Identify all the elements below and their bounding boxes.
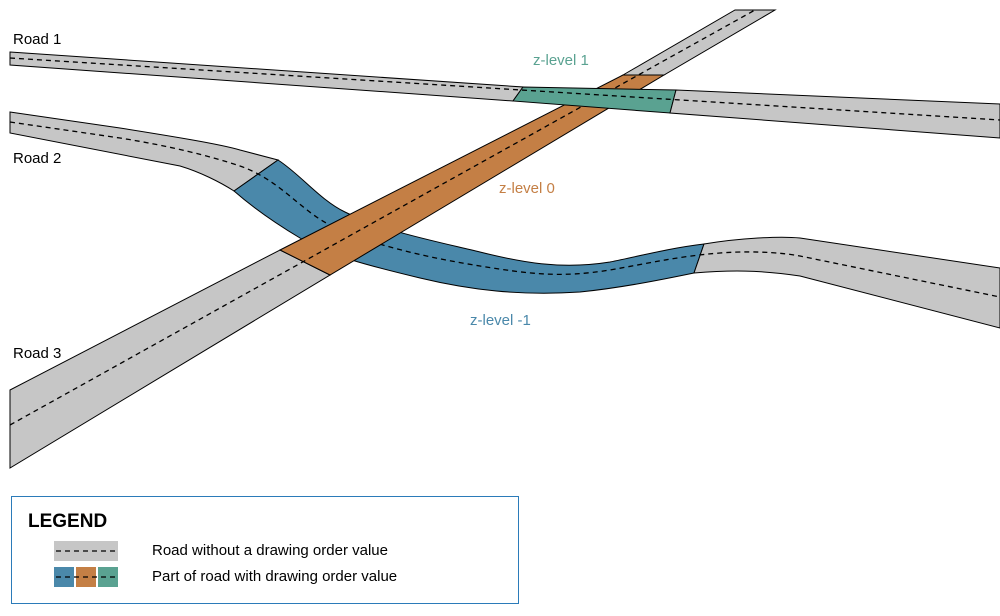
road-1	[9, 51, 1000, 139]
legend-label: Road without a drawing order value	[152, 542, 388, 559]
road-3	[9, 9, 777, 469]
road-1-gray-section-right	[669, 89, 1000, 139]
road-1-centerline	[9, 57, 1000, 121]
z-level-1-label: z-level 1	[533, 52, 589, 69]
legend-swatch-colored-road	[54, 567, 118, 587]
road-3-centerline	[9, 9, 756, 426]
road-2-centerline	[9, 121, 1000, 298]
road-2-gray-section-right	[693, 236, 1000, 329]
legend-swatch-gray-road	[54, 541, 118, 561]
legend-box: LEGEND Road without a drawing order valu…	[11, 496, 519, 604]
road-3-label: Road 3	[13, 345, 61, 362]
road-3-gray-section-top	[621, 9, 777, 76]
legend-label: Part of road with drawing order value	[152, 568, 398, 585]
road-1-gray-section	[9, 51, 524, 102]
z-level-minus1-label: z-level -1	[470, 312, 531, 329]
road-1-label: Road 1	[13, 31, 61, 48]
z-level-0-label: z-level 0	[499, 180, 555, 197]
legend-title: LEGEND	[28, 511, 108, 532]
road-2-label: Road 2	[13, 150, 61, 167]
